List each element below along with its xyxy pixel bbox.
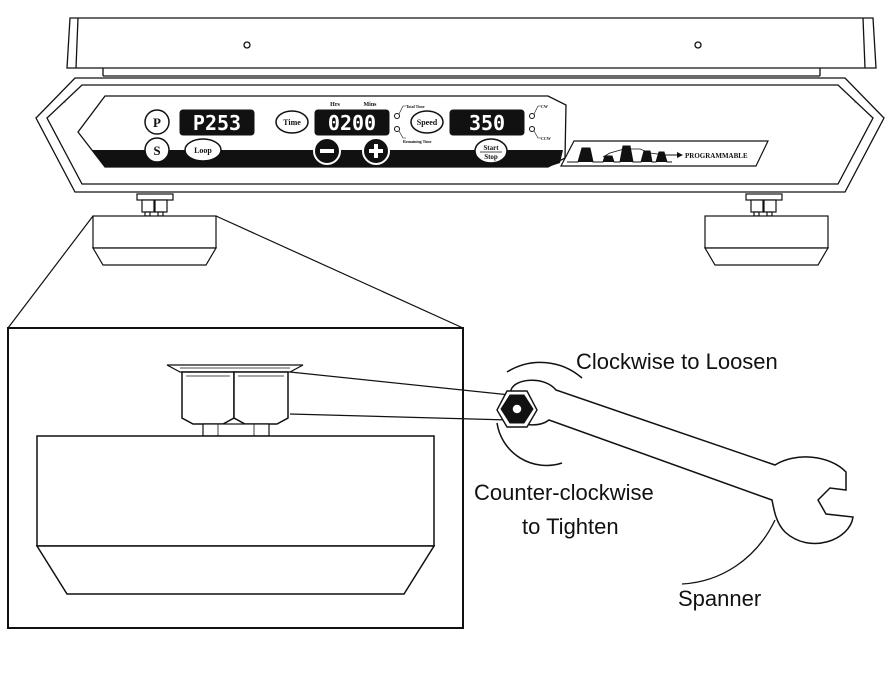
spanner-label: Spanner	[678, 586, 761, 611]
lower-nut	[233, 371, 289, 425]
program-display-value: P253	[193, 111, 241, 135]
right-foot	[703, 193, 830, 266]
remaining-time-label: Remaining Time	[403, 139, 432, 144]
speed-button-label: Speed	[417, 118, 438, 127]
stop-label: Stop	[484, 153, 498, 161]
screw-right-icon	[694, 41, 702, 49]
total-time-label: Total Time	[406, 104, 425, 109]
remaining-time-indicator	[394, 126, 400, 132]
minus-icon	[320, 149, 334, 153]
mins-label: Mins	[363, 102, 377, 108]
time-display-value: 0200	[328, 111, 376, 135]
program-waveform-icon	[567, 145, 672, 163]
speed-display: 350	[449, 109, 525, 136]
time-button-label: Time	[283, 118, 301, 127]
loop-button-label: Loop	[194, 146, 212, 155]
start-stop-button[interactable]: Start Stop	[474, 138, 508, 164]
counter-clockwise-arc	[496, 422, 563, 467]
program-display: P253	[179, 109, 255, 136]
ccw-label: CCW	[541, 136, 551, 141]
time-button[interactable]: Time	[275, 110, 309, 134]
time-display: 0200	[314, 109, 390, 136]
housing-mark-left-icon: ◦	[64, 100, 66, 106]
spanner-icon	[496, 379, 854, 545]
plus-icon	[369, 144, 383, 158]
detail-view	[7, 327, 464, 629]
zoom-lines	[7, 215, 464, 329]
counter-clockwise-label: Counter-clockwise	[474, 480, 654, 505]
tighten-label: to Tighten	[522, 514, 619, 539]
cw-indicator	[529, 113, 535, 119]
hrs-label: Hrs	[330, 102, 340, 108]
ccw-indicator	[529, 126, 535, 132]
clockwise-arc	[506, 361, 583, 379]
speed-button[interactable]: Speed	[410, 110, 444, 134]
button-p-label: P	[153, 115, 161, 130]
button-s[interactable]: S	[144, 137, 170, 163]
plus-button[interactable]	[362, 137, 390, 165]
nut-leader-lines	[289, 371, 511, 421]
shaker-platform	[66, 17, 877, 77]
spanner-pointer-line	[681, 519, 776, 585]
total-time-indicator	[394, 113, 400, 119]
loop-button[interactable]: Loop	[184, 138, 222, 162]
start-label: Start	[483, 144, 499, 152]
button-p[interactable]: P	[144, 109, 170, 135]
button-s-label: S	[153, 143, 160, 158]
screw-left-icon	[243, 41, 251, 49]
minus-button[interactable]	[313, 137, 341, 165]
left-foot	[91, 193, 218, 266]
speed-display-value: 350	[469, 111, 505, 135]
cw-label: CW	[541, 104, 548, 109]
upper-nut	[181, 371, 235, 425]
programmable-label: PROGRAMMABLE	[685, 152, 748, 160]
clockwise-label: Clockwise to Loosen	[576, 349, 778, 374]
programmable-badge: PROGRAMMABLE	[560, 140, 769, 167]
housing-mark-right-icon: ◦	[854, 100, 856, 106]
